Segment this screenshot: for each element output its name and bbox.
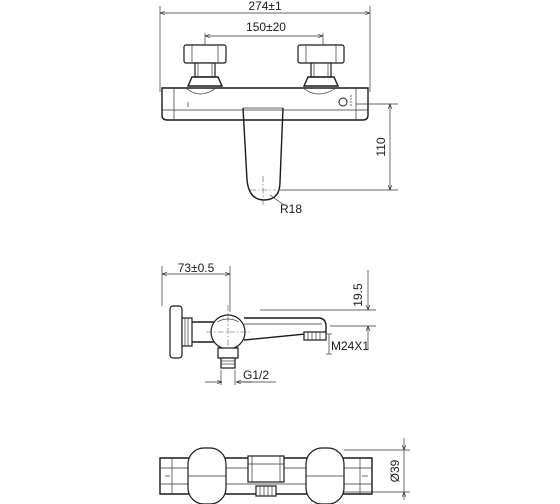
spout: R18 [242,107,302,216]
side-view: 73±0.5 G1/2 [161,261,376,385]
outlet-thread-callout: M24X1 [326,333,369,355]
dimension-spout-offset: 19.5 [260,270,376,350]
inlet-thread-label: G1/2 [243,368,269,382]
bottom-handle-right [305,447,345,504]
left-handle [183,44,227,87]
dim-total-width-label: 274±1 [248,0,282,13]
dim-spout-offset-label: 19.5 [351,283,365,307]
bottom-center-block [247,455,285,497]
dimension-total-width: 274±1 [159,0,371,92]
top-view: 274±1 150±20 [159,0,398,216]
dim-projection-label: 73±0.5 [178,261,215,275]
dim-handle-spacing-label: 150±20 [246,20,286,34]
outlet-thread-label: M24X1 [331,339,369,353]
dimension-projection: 73±0.5 [161,261,231,312]
dimension-handle-spacing: 150±20 [204,20,324,46]
bottom-handle-left [187,447,227,504]
diameter-label: Ø39 [388,459,402,482]
right-handle [297,44,345,87]
side-handle [169,305,193,359]
dim-spout-height-label: 110 [374,137,388,156]
dimension-diameter: Ø39 [344,438,410,500]
radius-label: R18 [280,202,302,216]
side-inlet: G1/2 [205,347,276,385]
mixer-body: I [161,87,369,121]
bottom-view: Ø39 [159,438,410,504]
side-spout [243,317,327,341]
body-small-mark: I [187,102,189,109]
dimension-spout-height: 110 [280,103,398,191]
